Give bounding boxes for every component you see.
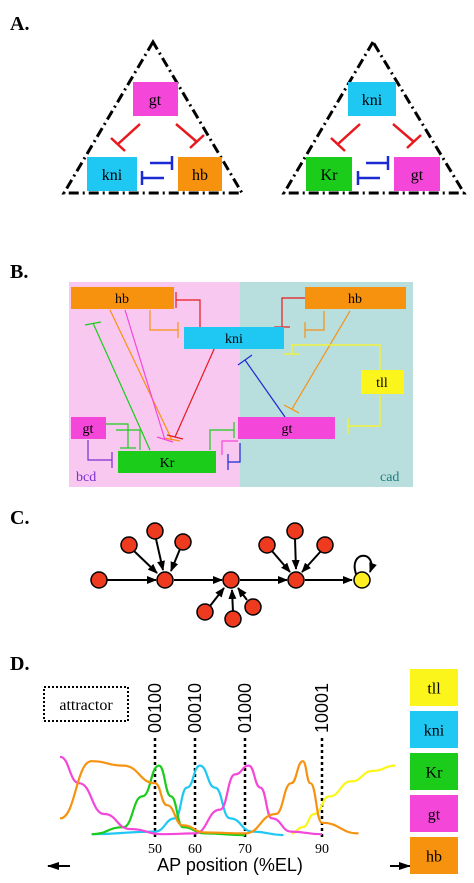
state-node (244, 598, 262, 616)
gene-label-gt: gt (411, 167, 424, 184)
panel-d-label: D. (10, 653, 29, 675)
state-transition-graph (90, 522, 377, 628)
state-node (316, 536, 334, 554)
state-node (146, 522, 164, 540)
gene-box-kni (184, 327, 284, 349)
gene-label-hb-right: hb (348, 292, 362, 307)
gene-box-hb (178, 157, 222, 191)
expression-curves (59, 755, 396, 837)
gene-label-kr: Kr (321, 167, 339, 184)
attractor-node (353, 571, 371, 589)
state-node (156, 571, 174, 589)
bcd-label: bcd (76, 470, 96, 485)
gene-label-gt-left: gt (83, 422, 94, 437)
gene-box-gt (133, 82, 178, 116)
gene-label-hb-left: hb (115, 292, 129, 307)
legend-label-kr: Kr (426, 765, 444, 782)
panel-c-label: C. (10, 507, 29, 529)
state-node (258, 536, 276, 554)
state-node (174, 533, 192, 551)
panel-b-label: B. (10, 261, 28, 283)
gene-box-gt (394, 157, 440, 191)
curve-gt (59, 755, 323, 836)
x-axis: AP position (%EL) (47, 855, 411, 875)
state-node (90, 571, 108, 589)
gene-label-tll: tll (376, 376, 388, 391)
gene-box-hb-right (305, 287, 406, 309)
attractor-code: 01000 (235, 683, 255, 733)
legend-label-tll: tll (427, 681, 441, 698)
x-tick-label: 60 (188, 842, 202, 857)
legend-label-hb: hb (426, 849, 442, 866)
gene-label-kr: Kr (160, 456, 175, 471)
attractor-code: 00010 (185, 683, 205, 733)
curve-hb (59, 760, 359, 835)
gap-gene-network: hb hb kni tll gt gt Kr bcd cad (69, 282, 413, 487)
gene-label-kni: kni (362, 92, 383, 109)
curve-kni (91, 764, 284, 837)
x-tick-label: 90 (315, 842, 329, 857)
gene-label-kni: kni (225, 332, 243, 347)
state-node (196, 603, 214, 621)
x-axis-ticks: 50 60 70 90 (148, 842, 329, 857)
attractor-legend-box: attractor (43, 686, 129, 722)
x-tick-label: 70 (238, 842, 252, 857)
gene-label-gt: gt (149, 92, 162, 109)
gene-box-gt-right (238, 417, 335, 439)
legend-swatch-kni (410, 711, 458, 748)
attractor-label: attractor (59, 697, 113, 714)
x-tick-label: 50 (148, 842, 162, 857)
legend-swatch-gt (410, 795, 458, 832)
gene-box-kr (118, 451, 216, 473)
cad-label: cad (380, 470, 399, 485)
gene-box-tll (361, 370, 404, 394)
gene-label-kni: kni (102, 167, 123, 184)
attractor-code: 10001 (312, 683, 332, 733)
state-node (222, 571, 240, 589)
state-node (286, 522, 304, 540)
gene-box-gt-left (71, 417, 106, 439)
attractor-codes: 00100 00010 01000 10001 (145, 683, 332, 733)
legend-label-gt: gt (428, 807, 441, 824)
state-node (120, 536, 138, 554)
attractor-code: 00100 (145, 683, 165, 733)
gene-box-kni (87, 157, 137, 191)
gene-box-kr (306, 157, 352, 191)
gene-label-hb: hb (192, 167, 208, 184)
legend-swatch-kr (410, 753, 458, 790)
legend-swatch-tll (410, 669, 458, 706)
triangle-left: gt kni hb (61, 39, 245, 195)
legend-swatch-hb (410, 837, 458, 874)
x-axis-label: AP position (%EL) (157, 855, 303, 875)
state-node (224, 610, 242, 628)
legend-label-kni: kni (424, 723, 445, 740)
gene-box-hb-left (71, 287, 174, 309)
curve-tll (291, 764, 396, 835)
state-node (287, 571, 305, 589)
panel-a-label: A. (10, 13, 29, 35)
triangle-right: kni Kr gt (281, 39, 467, 195)
attractor-dotted-lines (153, 738, 324, 838)
gene-label-gt-right: gt (282, 422, 293, 437)
gene-box-kni (348, 82, 396, 116)
